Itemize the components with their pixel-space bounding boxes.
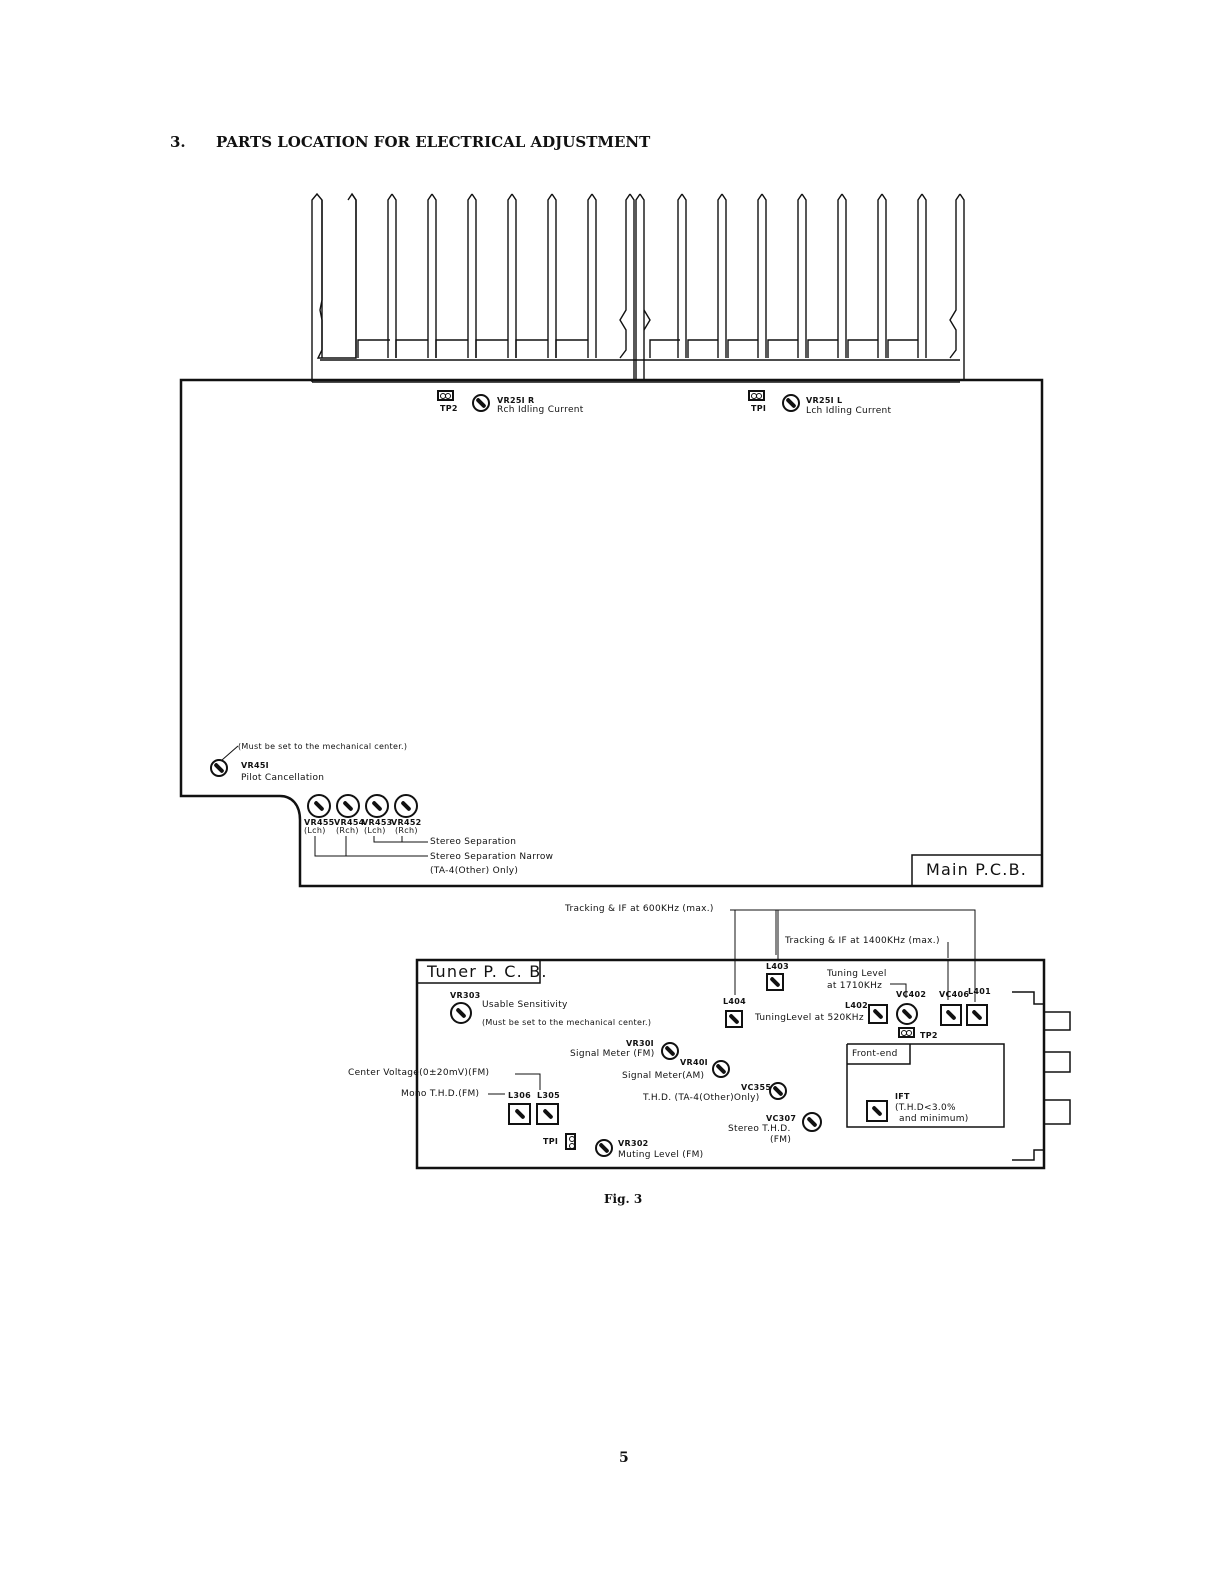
vr453-label: VR453 — [362, 818, 393, 827]
vr251r-trimmer-icon — [472, 394, 490, 412]
tuner-tp2-test-point — [898, 1027, 915, 1038]
vr455-channel: (Lch) — [304, 826, 326, 835]
vr455-label: VR455 — [304, 818, 335, 827]
tuning-520-label: TuningLevel at 520KHz — [755, 1013, 864, 1023]
vr453-channel: (Lch) — [364, 826, 386, 835]
rch-idling-label: Rch Idling Current — [497, 405, 584, 415]
l402-label: L402 — [845, 1001, 868, 1010]
tuner-pcb-outline — [415, 958, 1071, 1170]
l404-coil-icon — [725, 1010, 743, 1028]
usable-sensitivity-label: Usable Sensitivity — [482, 1000, 568, 1010]
tp2-label: TP2 — [440, 404, 458, 413]
ift-coil-icon — [866, 1100, 888, 1122]
heatsink — [311, 192, 965, 383]
muting-level-label: Muting Level (FM) — [618, 1150, 704, 1160]
section-heading: 3. PARTS LOCATION FOR ELECTRICAL ADJUSTME… — [170, 133, 650, 151]
section-title: PARTS LOCATION FOR ELECTRICAL ADJUSTMENT — [216, 133, 651, 151]
vr303-label: VR303 — [450, 991, 481, 1000]
stereo-separation-label: Stereo Separation — [430, 837, 517, 847]
tuning-1710-label: at 1710KHz — [827, 981, 883, 991]
mono-thd-label: Mono T.H.D.(FM) — [401, 1089, 480, 1099]
vr302-trimmer-icon — [595, 1139, 613, 1157]
tp1-label: TPI — [751, 404, 767, 413]
vc355-trimmer-icon — [769, 1082, 787, 1100]
ift-note-1: (T.H.D<3.0% — [895, 1103, 956, 1113]
lch-idling-label: Lch Idling Current — [806, 406, 892, 416]
tuner-tp2-label: TP2 — [920, 1031, 938, 1040]
main-leader-lines — [221, 745, 428, 857]
vr301-trimmer-icon — [661, 1042, 679, 1060]
l401-coil-icon — [966, 1004, 988, 1026]
vr401-trimmer-icon — [712, 1060, 730, 1078]
vc355-label: VC355 — [741, 1083, 772, 1092]
l401-label: L401 — [968, 987, 991, 996]
l403-label: L403 — [766, 962, 789, 971]
l403-coil-icon — [766, 973, 784, 991]
section-number: 3. — [170, 133, 186, 151]
vr452-label: VR452 — [391, 818, 422, 827]
vc307-trimmer-icon — [802, 1112, 822, 1132]
ift-label: IFT — [895, 1092, 910, 1101]
vr454-label: VR454 — [334, 818, 365, 827]
vc406-label: VC406 — [939, 990, 970, 999]
vr251r-label: VR25I R — [497, 396, 535, 405]
l306-label: L306 — [508, 1091, 531, 1100]
vc406-trimmer-icon — [940, 1004, 962, 1026]
tuner-leader-lines — [416, 909, 976, 1095]
center-voltage-label: Center Voltage(0±20mV)(FM) — [348, 1068, 490, 1078]
main-pcb-label-box — [911, 854, 1042, 886]
l402-coil-icon — [868, 1004, 888, 1024]
tuner-tp1-test-point — [565, 1133, 576, 1150]
l404-label: L404 — [723, 997, 746, 1006]
vr303-mech-center-note: (Must be set to the mechanical center.) — [482, 1018, 652, 1027]
front-end-label: Front-end — [852, 1049, 898, 1059]
tp2-test-point — [437, 390, 454, 401]
vr451-note: (Must be set to the mechanical center.) — [238, 742, 408, 751]
vr301-label: VR30I — [626, 1039, 654, 1048]
figure-caption: Fig. 3 — [604, 1192, 643, 1206]
vr451-trimmer-icon — [210, 759, 228, 777]
vr251l-trimmer-icon — [782, 394, 800, 412]
vr454-trimmer-icon — [336, 794, 360, 818]
vr302-label: VR302 — [618, 1139, 649, 1148]
l306-coil-icon — [508, 1103, 531, 1125]
ift-note-2: and minimum) — [899, 1114, 969, 1124]
vr452-trimmer-icon — [394, 794, 418, 818]
vr454-channel: (Rch) — [336, 826, 359, 835]
tuner-pcb-label: Tuner P. C. B. — [427, 962, 548, 981]
vr452-channel: (Rch) — [395, 826, 418, 835]
page-number: 5 — [619, 1450, 629, 1466]
vr453-trimmer-icon — [365, 794, 389, 818]
thd-ta4-label: T.H.D. (TA-4(Other)Only) — [643, 1093, 760, 1103]
vr303-trimmer-icon — [450, 1002, 472, 1024]
tracking-1400-label: Tracking & IF at 1400KHz (max.) — [785, 936, 940, 946]
vr401-label: VR40I — [680, 1058, 708, 1067]
vr251l-label: VR25I L — [806, 396, 843, 405]
tuning-level-label: Tuning Level — [827, 969, 887, 979]
stereo-thd-label: Stereo T.H.D. — [728, 1124, 791, 1134]
vr455-trimmer-icon — [307, 794, 331, 818]
l305-label: L305 — [537, 1091, 560, 1100]
signal-meter-am-label: Signal Meter(AM) — [622, 1071, 705, 1081]
tuner-tp1-label: TPI — [543, 1137, 559, 1146]
tracking-600-label: Tracking & IF at 600KHz (max.) — [565, 904, 714, 914]
vc307-label: VC307 — [766, 1114, 797, 1123]
signal-meter-fm-label: Signal Meter (FM) — [570, 1049, 655, 1059]
vc402-trimmer-icon — [896, 1003, 918, 1025]
tp1-test-point — [748, 390, 765, 401]
main-pcb-outline — [179, 378, 1044, 888]
ta4-other-only-label: (TA-4(Other) Only) — [430, 866, 519, 876]
fm-label: (FM) — [770, 1135, 792, 1145]
pilot-cancellation-label: Pilot Cancellation — [241, 773, 325, 783]
stereo-separation-narrow-label: Stereo Separation Narrow — [430, 852, 554, 862]
main-pcb-label: Main P.C.B. — [926, 860, 1028, 879]
l305-coil-icon — [536, 1103, 559, 1125]
vr451-label: VR45I — [241, 761, 269, 770]
vc402-label: VC402 — [896, 990, 927, 999]
